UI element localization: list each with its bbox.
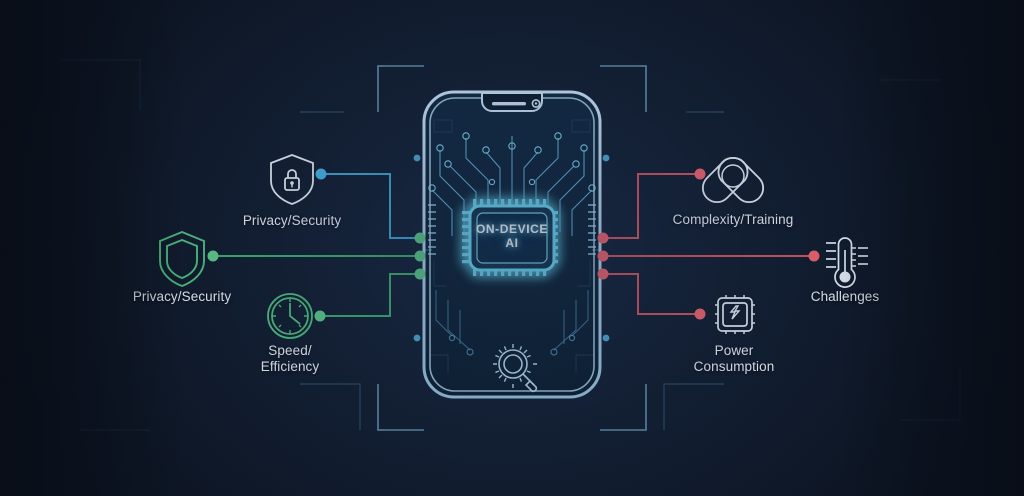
shield-icon — [159, 230, 205, 288]
label-speed-efficiency: Speed/ Efficiency — [260, 343, 320, 374]
label-challenges: Challenges — [810, 289, 880, 304]
label-privacy-security-lock: Privacy/Security — [242, 213, 342, 228]
label-complexity-training: Complexity/Training — [672, 212, 794, 227]
clock-icon — [267, 293, 313, 339]
chip-power-icon — [715, 295, 755, 334]
thermometer-icon — [826, 237, 868, 288]
label-privacy-security-shield: Privacy/Security — [132, 289, 232, 304]
label-power-consumption: Power Consumption — [693, 343, 775, 374]
shield-lock-icon — [270, 154, 314, 205]
knot-icon — [701, 157, 765, 204]
